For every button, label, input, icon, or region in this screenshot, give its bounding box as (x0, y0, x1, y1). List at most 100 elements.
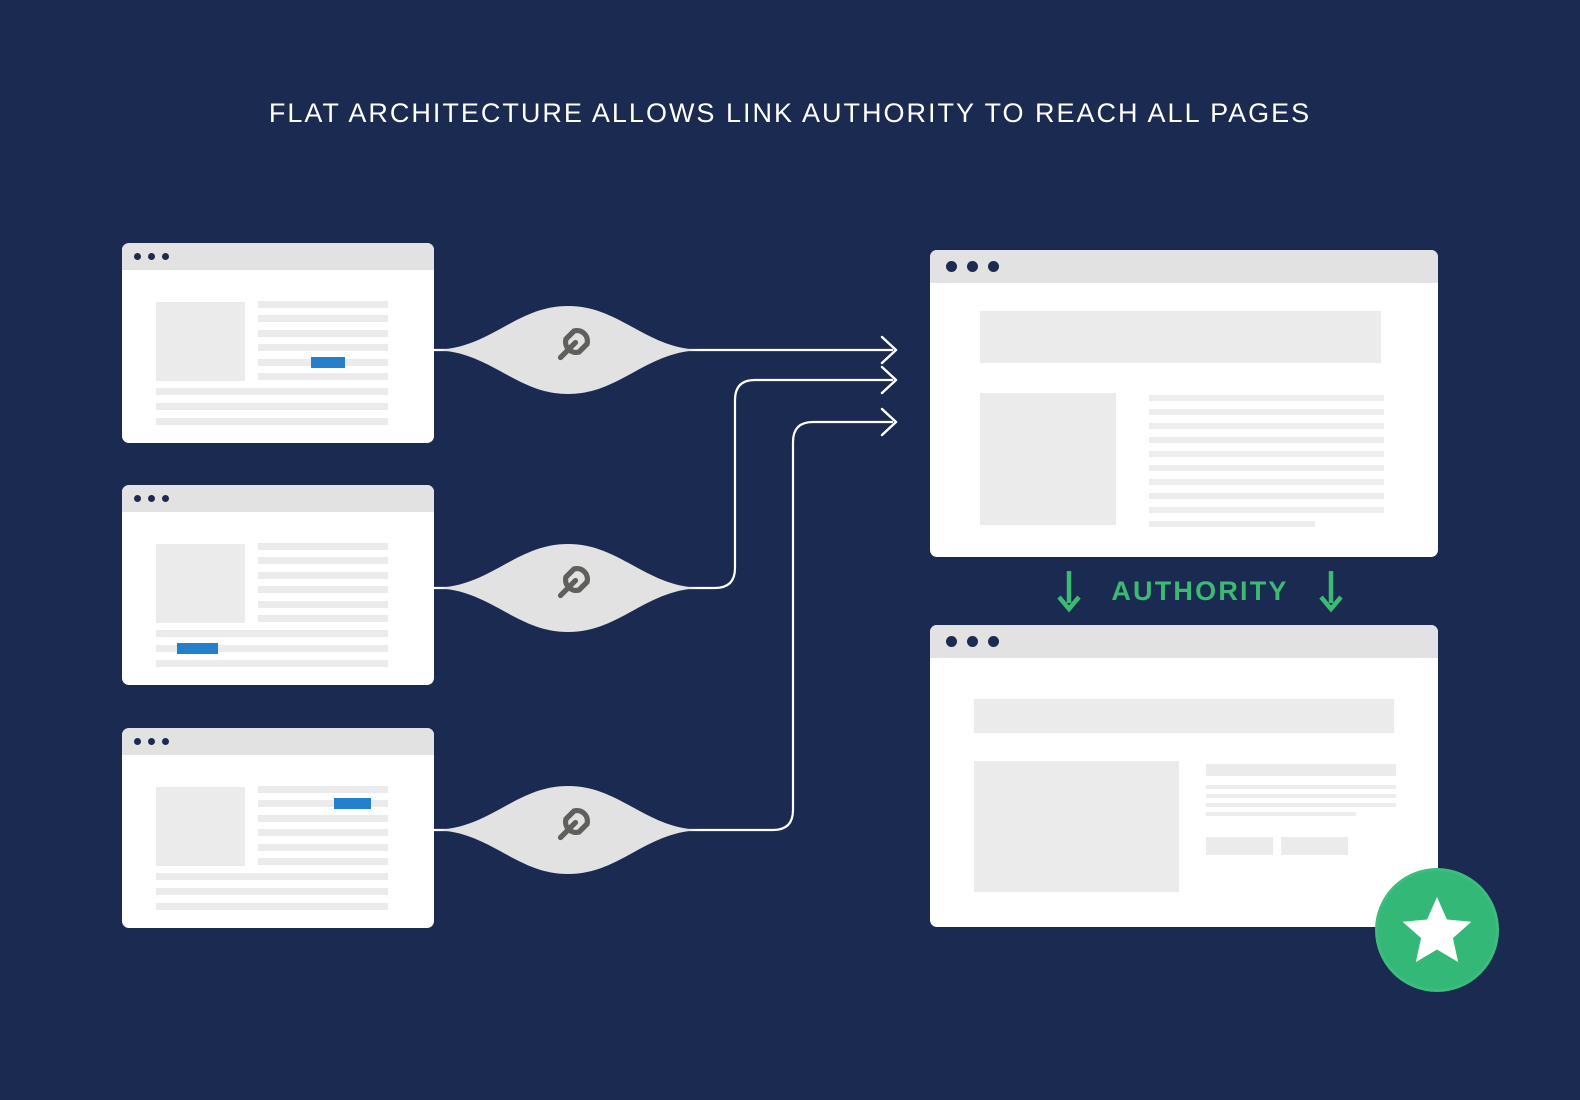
banner-placeholder (974, 699, 1394, 733)
window-dot (162, 253, 169, 260)
text-line (1206, 794, 1396, 798)
text-line (156, 660, 388, 667)
text-line (1149, 409, 1384, 415)
text-line (258, 786, 388, 793)
link-node-1-lens (432, 306, 704, 394)
banner-placeholder (980, 311, 1381, 363)
browser-header-bar (930, 625, 1438, 658)
text-line (156, 403, 388, 410)
link-node-3-lens (432, 786, 704, 874)
source-page-2[interactable] (122, 485, 434, 685)
text-line (258, 572, 388, 579)
window-dot (988, 636, 999, 647)
text-line (156, 903, 388, 910)
link-node-2-lens (432, 544, 704, 632)
window-dot (162, 738, 169, 745)
connector-3-path (432, 420, 893, 832)
text-line (1149, 479, 1384, 485)
window-dot (988, 261, 999, 272)
authority-indicator: AUTHORITY (1010, 566, 1390, 616)
text-line (258, 373, 388, 380)
window-controls (134, 243, 169, 270)
inbound-link-highlight[interactable] (334, 798, 371, 809)
source-page-1[interactable] (122, 243, 434, 443)
image-placeholder (156, 787, 245, 866)
window-dot (134, 738, 141, 745)
text-line (258, 829, 388, 836)
window-dot (946, 636, 957, 647)
target-page-top[interactable] (930, 250, 1438, 557)
inbound-link-highlight[interactable] (177, 643, 218, 654)
image-placeholder (156, 544, 245, 623)
text-line (258, 601, 388, 608)
browser-header-bar (122, 728, 434, 755)
window-controls (946, 250, 999, 283)
window-dot (134, 495, 141, 502)
link-node-lens-group (432, 306, 704, 874)
inbound-link-highlight[interactable] (311, 357, 345, 368)
chain-link-icon-1 (557, 328, 590, 361)
text-line (1206, 785, 1396, 789)
page-content (930, 658, 1438, 927)
browser-header-bar (122, 485, 434, 512)
browser-header-bar (930, 250, 1438, 283)
window-dot (148, 495, 155, 502)
window-controls (134, 485, 169, 512)
connector-2-path (432, 378, 893, 590)
window-dot (967, 636, 978, 647)
heading-line (1206, 764, 1396, 776)
image-placeholder (156, 302, 245, 381)
window-dot (148, 738, 155, 745)
text-line (1149, 521, 1315, 527)
page-content (122, 270, 434, 443)
image-placeholder (980, 393, 1116, 525)
text-line (1149, 423, 1384, 429)
window-dot (967, 261, 978, 272)
text-line (258, 543, 388, 550)
chain-link-icon-group (557, 328, 590, 841)
text-line (258, 586, 388, 593)
text-line (1149, 395, 1384, 401)
text-line (156, 418, 388, 425)
window-dot (134, 253, 141, 260)
text-line (258, 315, 388, 322)
text-line (258, 615, 388, 622)
source-page-3[interactable] (122, 728, 434, 928)
text-line (1206, 803, 1396, 807)
chain-link-icon-3 (557, 808, 590, 841)
text-line (258, 844, 388, 851)
window-controls (946, 625, 999, 658)
star-icon (1402, 897, 1472, 963)
arrow-right-icon-1 (880, 335, 898, 365)
text-line (1149, 451, 1384, 457)
chain-link-icon-2 (557, 566, 590, 599)
authority-label: AUTHORITY (1111, 575, 1289, 606)
text-line (1149, 437, 1384, 443)
text-line (156, 388, 388, 395)
image-placeholder (974, 761, 1179, 892)
star-badge[interactable] (1375, 868, 1499, 992)
arrow-right-icon-3 (880, 407, 898, 437)
page-content (122, 755, 434, 928)
window-dot (162, 495, 169, 502)
arrow-down-icon-right (1318, 571, 1343, 613)
browser-header-bar (122, 243, 434, 270)
cta-button-placeholder[interactable] (1206, 837, 1273, 855)
text-line (258, 800, 388, 807)
text-line (156, 630, 388, 637)
text-line (156, 645, 388, 652)
text-line (258, 858, 388, 865)
target-page-bottom[interactable] (930, 625, 1438, 927)
text-line (1149, 493, 1384, 499)
arrow-down-icon-left (1057, 571, 1082, 613)
text-line (1206, 812, 1356, 816)
arrow-right-icon-2 (880, 365, 898, 395)
text-line (258, 815, 388, 822)
page-content (930, 283, 1438, 557)
page-content (122, 512, 434, 685)
text-line (258, 301, 388, 308)
window-controls (134, 728, 169, 755)
cta-button-placeholder[interactable] (1281, 837, 1348, 855)
text-line (156, 888, 388, 895)
